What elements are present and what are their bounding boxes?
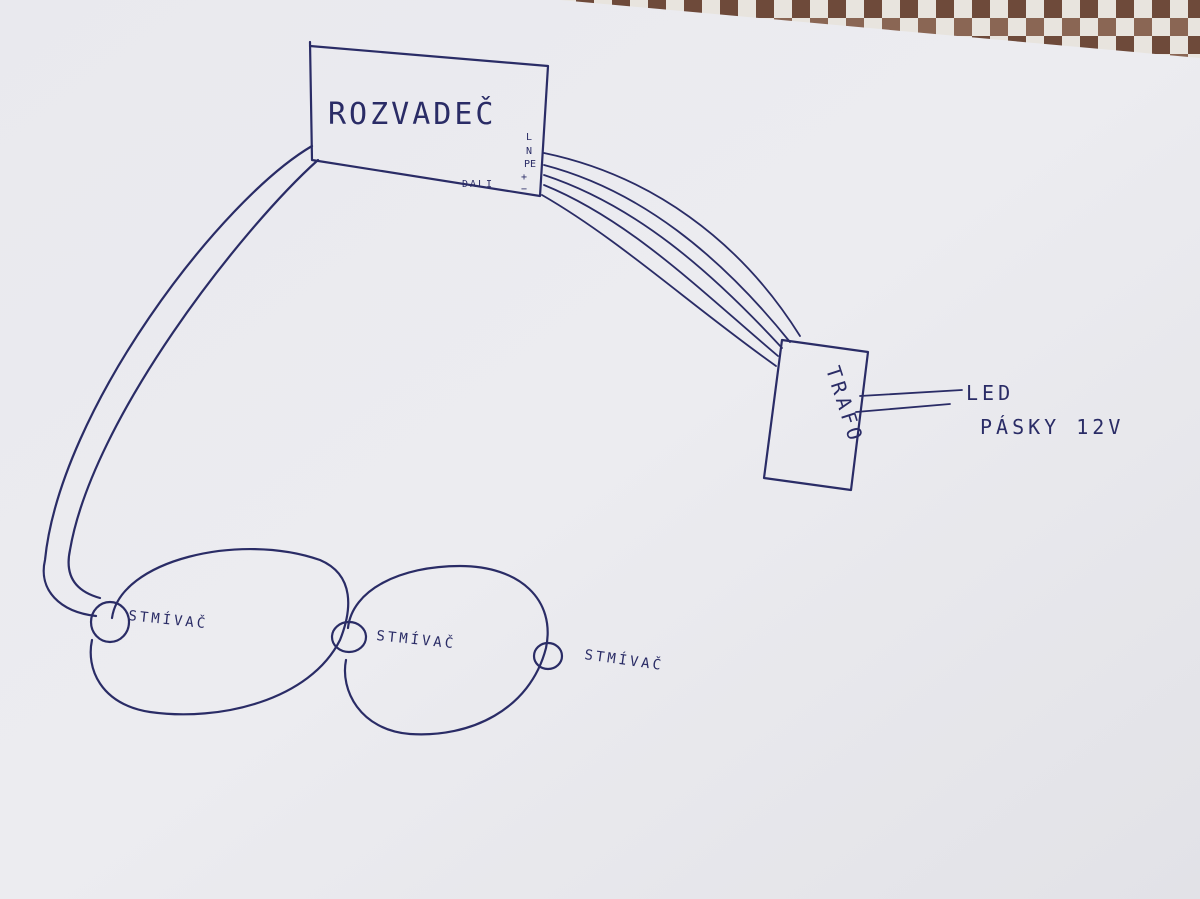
controller-box: ROZVADEČ L N PE + − DALI (308, 40, 550, 198)
terminal-n: N (526, 146, 532, 157)
dali-label: DALI (462, 179, 494, 190)
dali-cable (42, 144, 320, 618)
led-label: LED (966, 381, 1014, 405)
controller-label: ROZVADEČ (328, 95, 497, 132)
fixture-3-body (532, 641, 564, 671)
fixture-loops (89, 548, 549, 736)
led-strips-label: PÁSKY 12V (980, 415, 1124, 439)
terminal-minus: − (521, 184, 527, 195)
fixture-1-body (89, 600, 131, 644)
led-output-wires (855, 389, 963, 413)
terminal-labels: L N PE + − (521, 132, 536, 195)
fixture-2-body (330, 620, 368, 654)
terminal-l: L (526, 132, 532, 143)
terminal-plus: + (521, 172, 527, 183)
terminal-pe: PE (524, 159, 536, 170)
power-cable-bundle (541, 152, 801, 367)
